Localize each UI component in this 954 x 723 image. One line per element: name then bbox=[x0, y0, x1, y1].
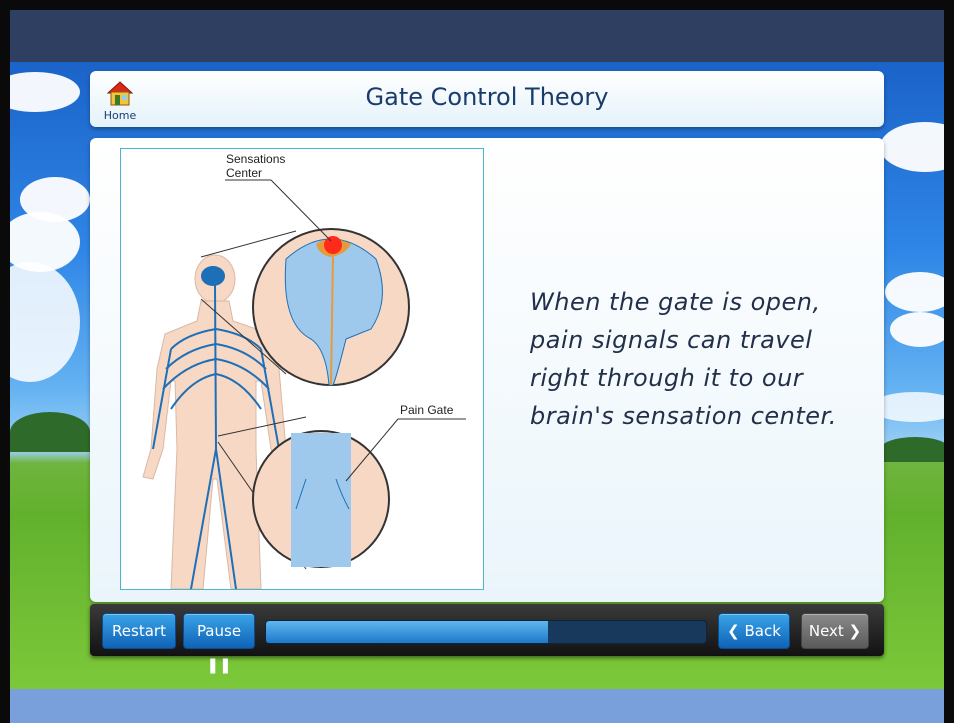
bottom-bar bbox=[10, 689, 944, 723]
restart-label: Restart bbox=[112, 622, 166, 640]
narration-text: When the gate is open, pain signals can … bbox=[530, 283, 870, 435]
page-title: Gate Control Theory bbox=[90, 83, 884, 111]
label-center: Center bbox=[226, 166, 262, 180]
content-panel: Sensations Center Pain Gate When the gat… bbox=[90, 138, 884, 602]
anatomy-illustration: Sensations Center Pain Gate bbox=[120, 148, 484, 590]
scene-background: Home Gate Control Theory bbox=[10, 62, 944, 689]
restart-button[interactable]: Restart bbox=[102, 613, 176, 649]
pause-icon: ❚❚ bbox=[206, 656, 231, 674]
brain-zoom-circle bbox=[253, 229, 409, 385]
chevron-left-icon: ❮ bbox=[727, 622, 740, 640]
label-sensations: Sensations bbox=[226, 152, 285, 166]
next-label: Next bbox=[809, 622, 844, 640]
back-label: Back bbox=[744, 622, 780, 640]
pause-label: Pause bbox=[197, 622, 241, 640]
top-bar bbox=[10, 10, 944, 62]
pain-spot bbox=[324, 236, 342, 254]
pause-button[interactable]: Pause ❚❚ bbox=[183, 613, 255, 649]
label-pain-gate: Pain Gate bbox=[400, 403, 454, 417]
next-button[interactable]: Next ❯ bbox=[801, 613, 869, 649]
playback-controls: Restart Pause ❚❚ ❮ Back Next ❯ bbox=[90, 604, 884, 656]
title-panel: Home Gate Control Theory bbox=[90, 71, 884, 127]
progress-fill bbox=[266, 621, 548, 643]
back-button[interactable]: ❮ Back bbox=[718, 613, 790, 649]
progress-bar[interactable] bbox=[265, 620, 707, 644]
pain-gate-zoom-circle bbox=[253, 431, 389, 567]
chevron-right-icon: ❯ bbox=[849, 622, 862, 640]
